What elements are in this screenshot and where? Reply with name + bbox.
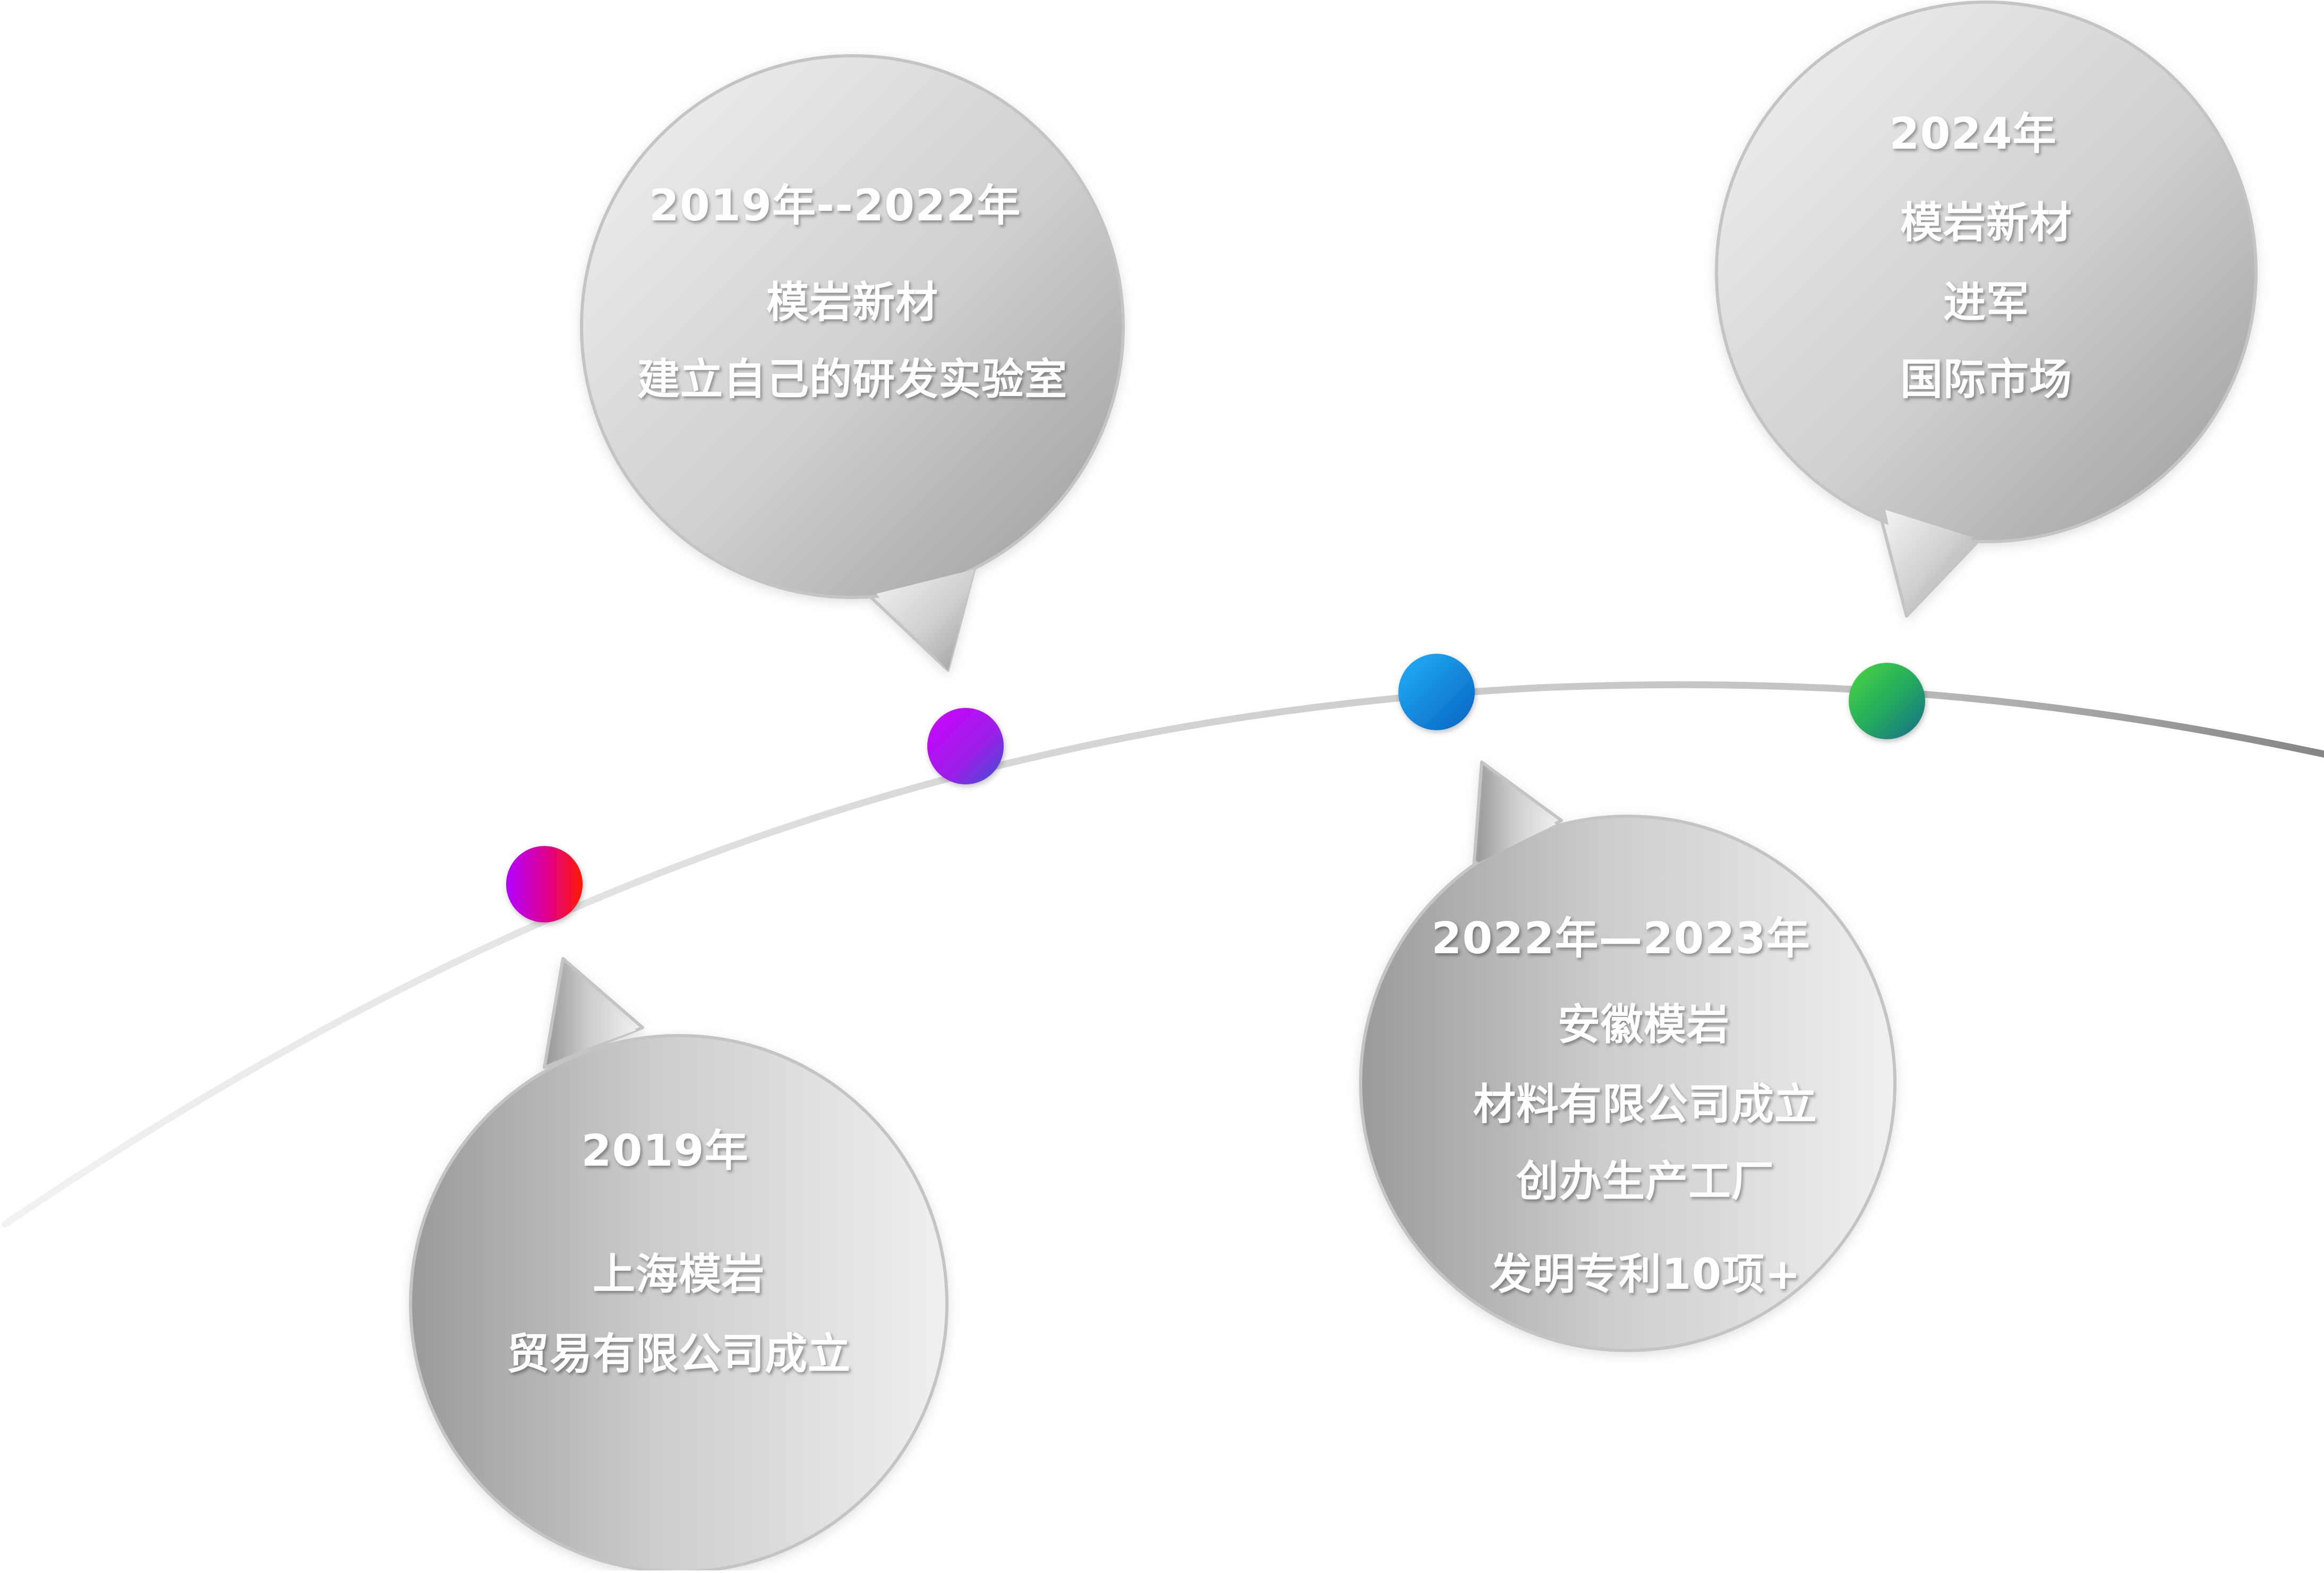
- milestone-text-2019-line-2: 贸易有限公司成立: [507, 1329, 851, 1379]
- milestone-bubble-2019: [409, 957, 949, 1573]
- milestone-text-2019-2022-line-2: 建立自己的研发实验室: [637, 355, 1067, 404]
- milestone-text-2022-2023-line-4: 发明专利10项+: [1489, 1250, 1801, 1299]
- milestone-year-2019-2022: 2019年--2022年: [648, 181, 1021, 231]
- milestone-bubble-2024: [1715, 1, 2258, 618]
- milestone-text-2024-line-3: 国际市场: [1900, 355, 2072, 404]
- milestone-bubble-2019-2022: [580, 54, 1125, 672]
- milestone-dot-2019: [506, 846, 583, 922]
- milestone-text-2022-2023-line-2: 材料有限公司成立: [1473, 1080, 1817, 1129]
- milestone-dot-2024: [1849, 663, 1925, 739]
- milestone-year-2024: 2024年: [1889, 109, 2057, 159]
- milestone-text-2022-2023-line-3: 创办生产工厂: [1516, 1157, 1774, 1206]
- timeline-curve: [2, 681, 2324, 1228]
- milestone-year-2022-2023: 2022年—2023年: [1431, 913, 1810, 964]
- milestone-dot-2022-2023: [1398, 654, 1475, 730]
- milestone-dot-2019-2022: [927, 708, 1004, 784]
- milestone-year-2019: 2019年: [581, 1126, 749, 1176]
- milestone-text-2019-2022-line-1: 模岩新材: [766, 278, 938, 327]
- milestone-bubble-2022-2023: [1359, 760, 1896, 1352]
- milestone-text-2024-line-1: 模岩新材: [1900, 198, 2072, 247]
- milestone-text-2022-2023-line-1: 安徽模岩: [1558, 1000, 1730, 1049]
- milestone-text-2019-line-1: 上海模岩: [593, 1250, 765, 1299]
- milestone-text-2024-line-2: 进军: [1943, 278, 2029, 327]
